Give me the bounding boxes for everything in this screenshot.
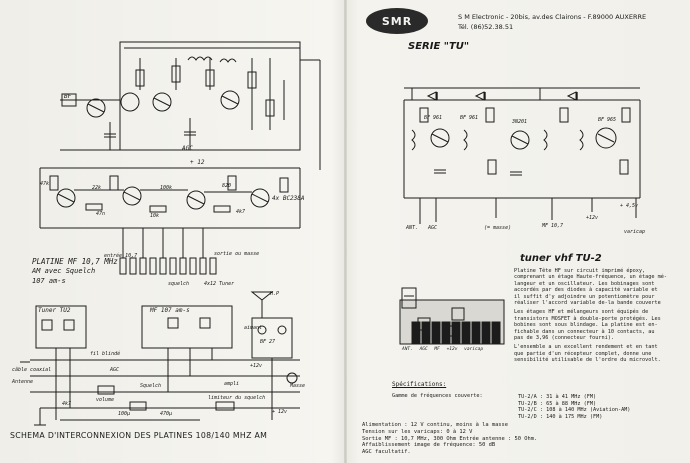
label-c470: 470µ [160,411,173,417]
company-phone: Tél. (86)52.38.51 [458,23,514,31]
spec-range: TU-2/B : 65 à 88 MHz (FM) [518,400,597,407]
pin-ant: ANT. [402,347,413,352]
label-bottom-squelch: Squelch [140,383,162,389]
specs-range-label: Gamme de fréquences couverte: [392,393,483,399]
desc-line: L'ensemble a un excellent rendement et e… [514,344,658,351]
label-bf965: BF 965 [598,117,617,123]
label-bc238: 4x BC238A [272,195,305,202]
label-limiteur: limiteur du squelch [208,395,266,401]
label-coax: câble coaxial [12,367,52,373]
label-squelch: squelch [168,281,190,287]
platine-subtitle-2: 107 am-s [32,277,66,285]
pin-mf: MF [434,347,440,352]
desc-line: langeur et un oscillateur. Les bobinages… [514,280,655,287]
label-r47k: 47k [40,181,50,187]
pin-agc: AGC [419,347,428,352]
desc-line: fichable dans un connecteur à 10 contact… [514,328,655,335]
label-bottom-r4k7: 4k7 [62,401,72,407]
desc-line: bobines sont sous blindage. La platine e… [514,322,658,329]
tuner-description: Platine Tête HF sur circuit imprimé épox… [514,268,686,364]
spec-range: TU-2/A : 31 à 41 MHz (FM) [518,394,597,400]
series-title: SERIE "TU" [408,41,470,52]
label-plus4: + 4,5v [620,203,639,209]
label-r4k7: 4k7 [236,209,246,215]
label-v12: + 12v [272,409,288,415]
specs-title: Spécifications: [392,381,447,388]
spec-line: Affaiblissement image de fréquence: 50 d… [362,442,496,449]
spec-range: TU-2/D : 140 à 175 MHz (FM) [518,413,603,420]
page-fold [344,0,347,463]
desc-line: accordés par des diodes à capacité varia… [514,287,658,294]
spec-line: Tension sur les varicaps: 0 à 12 V [362,428,473,435]
specs-lines: Alimentation : 12 V continu, moins à la … [362,422,537,456]
label-ampli: ampli [224,381,240,387]
tuner-title: tuner vhf TU-2 [520,253,602,264]
label-r100k: 100k [160,185,173,191]
spec-line: AGC facultatif. [362,449,411,456]
label-right-mf: MF 10,7 [542,223,564,229]
label-c47n: 47n [96,211,106,217]
spec-line: Sortie MF : 10,7 MHz, 300 Ohm Entrée ant… [362,435,538,442]
company-address: S M Electronic - 20bis, av.des Clairons … [458,13,647,21]
pin-varicap: varicap [464,347,484,352]
interconnection-title: SCHEMA D'INTERCONNEXION DES PLATINES 108… [10,431,268,440]
tuner-box-label: Tuner TU2 [38,307,71,314]
desc-line: Les étages HF et mélangeurs sont équipés… [514,309,649,316]
platine-title: PLATINE MF 10,7 MHz [32,257,118,266]
specs-ranges: TU-2/A : 31 à 41 MHz (FM) TU-2/B : 65 à … [518,394,630,420]
label-masse: Masse [290,383,306,389]
label-antenne: Antenne [12,379,34,385]
desc-line: Platine Tête HF sur circuit imprimé épox… [514,268,646,274]
label-entree: entrée 10,7 [104,253,138,259]
label-ant: ANT. [406,225,419,231]
desc-line: réaliser l'accord variable de-la bande c… [514,300,661,307]
desc-line: que partie d'un récepteur complet, donne… [514,350,652,357]
spec-range: TU-2/C : 108 à 140 MHz (Aviation-AM) [518,407,631,414]
mf-connector [119,228,217,275]
label-bf: BF [64,93,72,100]
interconnection-diagram [20,291,300,426]
tuner-photo-frame [391,256,503,356]
label-agc: AGC [182,145,193,152]
desc-line: sensibilité utilisable de l'ordre du mic… [514,357,661,364]
label-bf961-2: BF 961 [460,115,479,121]
tuner-connector-pins [411,321,501,345]
spec-line: Alimentation : 12 V continu, moins à la … [362,422,509,428]
desc-line: comprenant un étage Haute-fréquence, un … [514,274,668,281]
company-logo: SMR [366,8,428,34]
platine-subtitle-1: AM avec Squelch [32,267,96,275]
label-bottom-agc: AGC [110,367,120,373]
label-bf961-1: BF 961 [424,115,443,121]
label-3n201: 3N201 [512,119,528,125]
desc-line: transistors MOSFET à double-porte protég… [514,315,661,322]
squelch-circuit [39,167,301,229]
label-varicap: varicap [624,229,646,235]
label-aimant: aimant [244,325,263,331]
label-r10k: 10k [150,213,160,219]
ic-label: BF 27 [260,339,276,345]
label-sortie: sortie ou masse [214,251,260,257]
tuner-schematic [403,87,641,224]
desc-line: pas de 3,96 (connecteur fourni). [514,335,614,342]
label-right-agc: AGC [428,225,438,231]
desc-line: il suffit d'y adjoindre un potentiomètre… [514,293,655,300]
label-plus12: + 12 [190,159,205,166]
label-hp: H.P [270,291,280,297]
tuner-pin-labels: ANT. AGC MF +12v varicap [402,347,484,353]
label-right-plus12: +12v [586,215,599,221]
label-right-masse: (= masse) [484,225,512,231]
label-bottom-plus12: +12v [250,363,263,369]
label-r820: 820 [222,183,232,189]
label-r22k: 22k [92,185,102,191]
label-c100: 100µ [118,411,131,417]
mf-box-label: MF 107 am-s [150,307,190,314]
pin-plus12: +12v [446,347,458,352]
mf-amplifier-circuit [60,41,321,170]
label-volume: volume [96,397,115,403]
label-v-tuner: 4x12 Tuner [204,281,235,287]
label-fil-blinde: fil blindé [90,351,121,357]
